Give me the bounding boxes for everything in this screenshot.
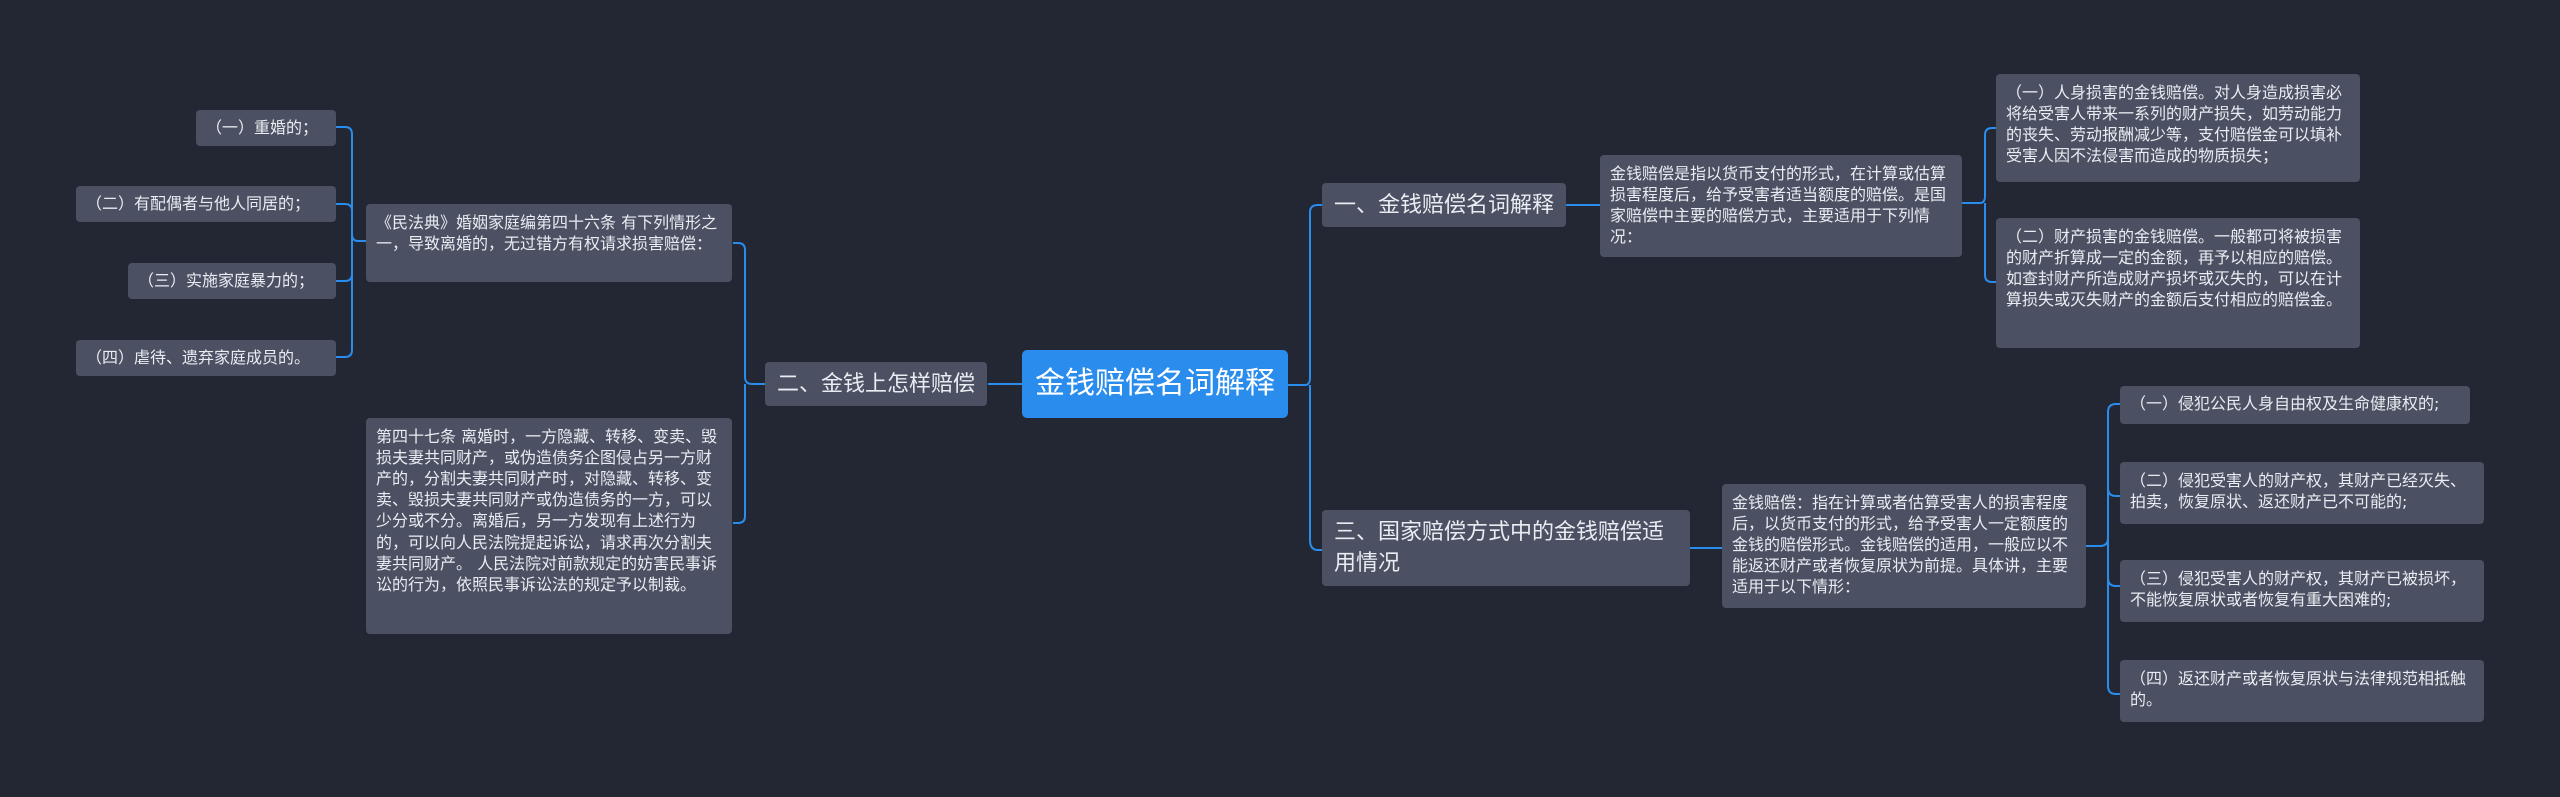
branch-2-leaf-2[interactable]: （二）有配偶者与他人同居的； (76, 186, 336, 222)
edge-branch2-texts (733, 242, 765, 524)
branch-3-description[interactable]: 金钱赔偿：指在计算或者估算受害人的损害程度后，以货币支付的形式，给予受害人一定额… (1722, 484, 2086, 608)
branch-3-leaf-1[interactable]: （一）侵犯公民人身自由权及生命健康权的; (2120, 386, 2470, 424)
branch-1-leaf-1[interactable]: （一）人身损害的金钱赔偿。对人身造成损害必将给受害人带来一系列的财产损失，如劳动… (1996, 74, 2360, 182)
edge-text3-leaves (2086, 403, 2120, 695)
branch-2-leaf-4[interactable]: （四）虐待、遗弃家庭成员的。 (76, 340, 336, 376)
branch-3-leaf-4[interactable]: （四）返还财产或者恢复原状与法律规范相抵触的。 (2120, 660, 2484, 722)
root-node[interactable]: 金钱赔偿名词解释 (1022, 350, 1288, 418)
branch-1-description[interactable]: 金钱赔偿是指以货币支付的形式，在计算或估算损害程度后，给予受害者适当额度的赔偿。… (1600, 155, 1962, 257)
branch-3-leaf-3[interactable]: （三）侵犯受害人的财产权，其财产已被损坏，不能恢复原状或者恢复有重大困难的; (2120, 560, 2484, 622)
edge-text1-leaves (1962, 127, 1996, 283)
branch-1-leaf-2[interactable]: （二）财产损害的金钱赔偿。一般都可将被损害的财产折算成一定的金额，再予以相应的赔… (1996, 218, 2360, 348)
branch-2-article-46[interactable]: 《民法典》婚姻家庭编第四十六条 有下列情形之一，导致离婚的，无过错方有权请求损害… (366, 204, 732, 282)
branch-2-title[interactable]: 二、金钱上怎样赔偿 (765, 362, 987, 406)
branch-1-title[interactable]: 一、金钱赔偿名词解释 (1322, 183, 1566, 227)
edge-root-branch3 (1309, 385, 1322, 551)
branch-2-article-47[interactable]: 第四十七条 离婚时，一方隐藏、转移、变卖、毁损夫妻共同财产，或伪造债务企图侵占另… (366, 418, 732, 634)
edge-root-branch1 (1288, 204, 1322, 386)
branch-2-leaf-1[interactable]: （一）重婚的； (196, 110, 336, 146)
branch-3-leaf-2[interactable]: （二）侵犯受害人的财产权，其财产已经灭失、拍卖，恢复原状、返还财产已不可能的; (2120, 462, 2484, 524)
branch-3-title[interactable]: 三、国家赔偿方式中的金钱赔偿适用情况 (1322, 510, 1690, 586)
branch-2-leaf-3[interactable]: （三）实施家庭暴力的； (128, 263, 336, 299)
edge-branch2text-leaves (336, 126, 366, 358)
